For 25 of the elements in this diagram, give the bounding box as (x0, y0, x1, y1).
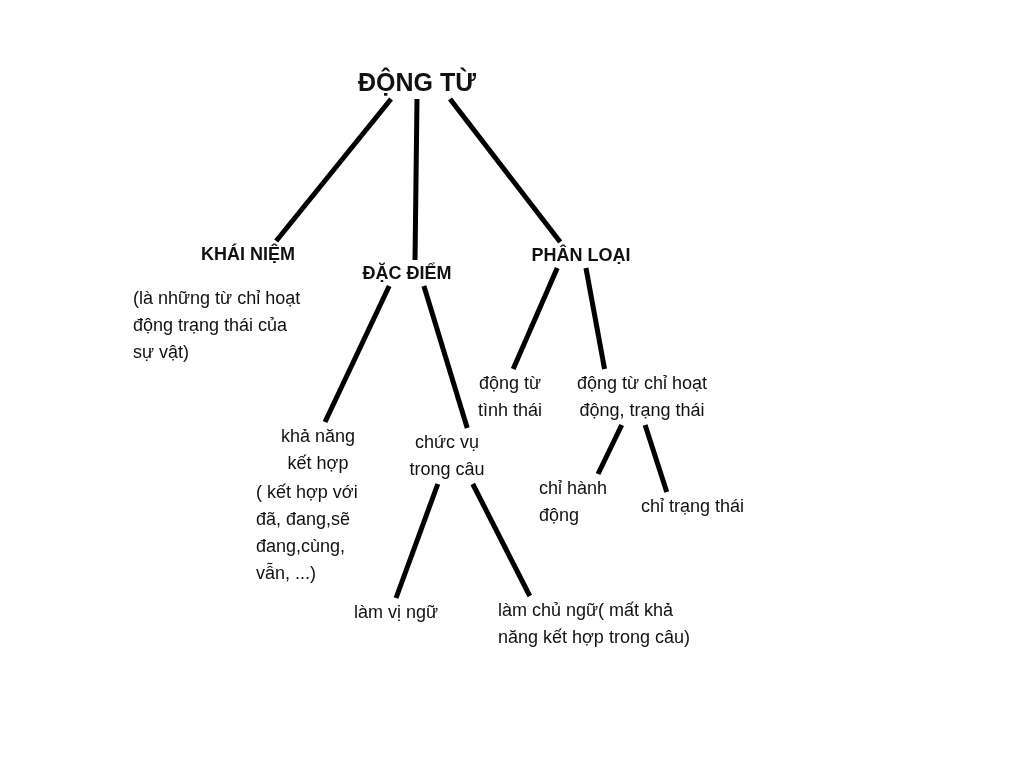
connector-line (393, 483, 441, 599)
leaf-label: chỉ trạng thái (641, 493, 745, 520)
leaf-label: động từ chỉ hoạt động, trạng thái (564, 370, 720, 424)
connector-line (322, 284, 392, 424)
leaf-label: chức vụ trong câu (401, 429, 493, 483)
leaf-label: làm vị ngữ (354, 599, 439, 626)
connector-line (510, 267, 560, 370)
leaf-label: chỉ hành động (539, 475, 621, 529)
leaf-label: khả năng kết hợp (274, 423, 362, 477)
leaf-label: động từ tình thái (470, 370, 550, 424)
connector-line (274, 97, 393, 243)
connector-line (470, 482, 533, 598)
leaf-label: làm chủ ngữ( mất khả năng kết hợp trong câu) (498, 597, 710, 651)
root-heading: ĐỘNG TỪ (358, 66, 476, 98)
note-text: ( kết hợp với đã, đang,sẽ đang,cùng, vẫn, ...) (256, 481, 359, 585)
connector-line (421, 285, 470, 429)
branch-heading: KHÁI NIỆM (201, 242, 295, 266)
connector-line (642, 424, 670, 493)
connector-line (412, 98, 420, 261)
branch-heading: ĐẶC ĐIỂM (362, 261, 452, 285)
connector-line (595, 423, 624, 476)
branch-heading: PHÂN LOẠI (531, 243, 631, 267)
note-text: (là những từ chỉ hoạt động trạng thái của sự vật) (133, 287, 302, 364)
connector-line (583, 267, 607, 370)
connector-line (448, 97, 563, 244)
